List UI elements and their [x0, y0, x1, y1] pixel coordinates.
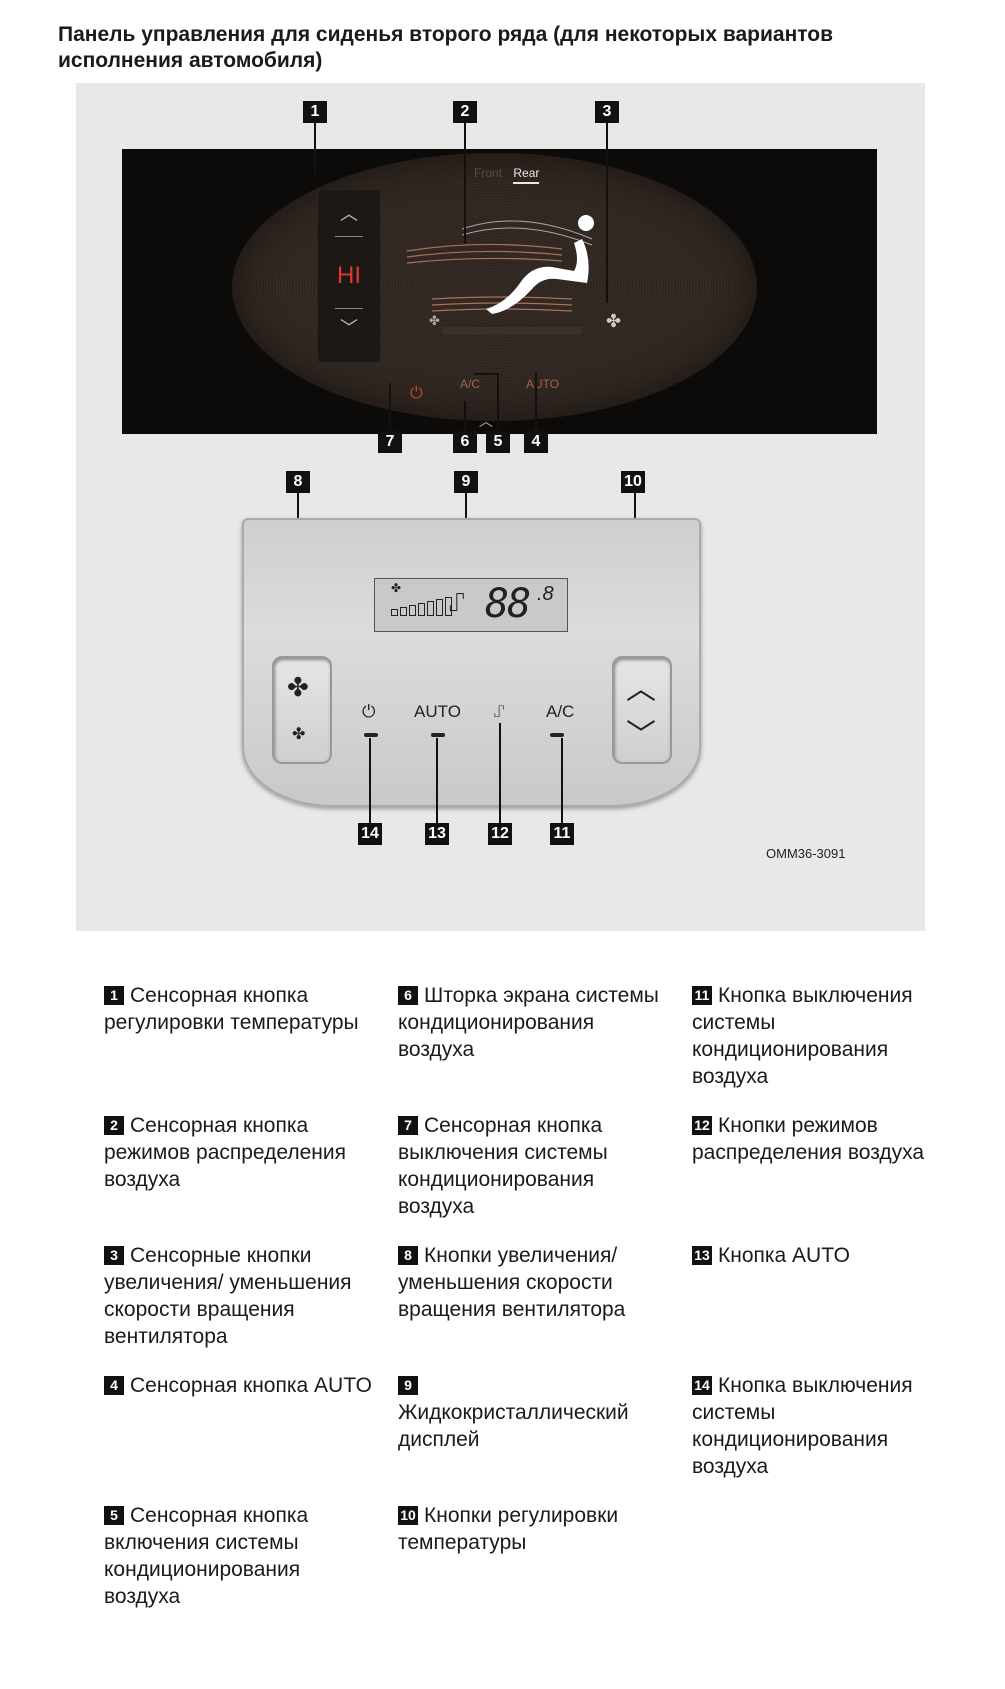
callout-line — [535, 373, 537, 431]
screen-shutter-chevron-icon[interactable]: ︿ — [479, 413, 493, 429]
tab-front[interactable]: Front — [474, 166, 503, 180]
seat-airflow-icon: ⑀ — [449, 587, 465, 617]
chevron-down-icon[interactable]: ﹀ — [626, 719, 656, 752]
air-distribution-icon[interactable]: ⑀ — [494, 702, 505, 721]
callout-line — [314, 123, 316, 175]
callout-line — [499, 723, 501, 823]
callout-line — [497, 373, 499, 431]
callout-line — [464, 401, 466, 431]
callout-1: 1 — [303, 101, 327, 123]
callout-10: 10 — [621, 471, 645, 493]
led-indicator — [364, 733, 378, 737]
fan-icon: ✤ — [391, 581, 402, 595]
callout-13: 13 — [425, 823, 449, 845]
ac-button[interactable]: A/C — [546, 702, 575, 721]
callout-9: 9 — [454, 471, 478, 493]
led-indicator — [550, 733, 564, 737]
fan-low-icon[interactable]: ✤ — [429, 313, 440, 328]
touch-screen: Front Rear ︿ HI ﹀ ✤ ✤ ⏻ A/C AUTO ︿ — [122, 149, 877, 434]
fan-high-icon[interactable]: ✤ — [606, 311, 622, 331]
figure-code: OMM36-3091 — [766, 846, 846, 861]
callout-3: 3 — [595, 101, 619, 123]
screen-ac-button[interactable]: A/C — [460, 377, 481, 391]
callout-line — [389, 383, 391, 431]
callout-line — [369, 738, 371, 823]
callout-line — [474, 373, 499, 375]
callout-line — [436, 738, 438, 823]
temperature-button[interactable]: ︿ ﹀ — [612, 656, 672, 764]
divider — [335, 236, 363, 237]
physical-control-panel: ✤ ⑀ 88 .8 ✤ ✤ ︿ ﹀ ⏻ AUTO ⑀ A/C — [242, 518, 701, 807]
callout-7: 7 — [378, 431, 402, 453]
temperature-value: HI — [337, 262, 361, 289]
chevron-up-icon[interactable]: ︿ — [340, 204, 358, 224]
seat-airflow-icon[interactable] — [402, 199, 652, 339]
callout-line — [464, 123, 466, 243]
front-rear-tabs: Front Rear — [474, 166, 540, 184]
callout-2: 2 — [453, 101, 477, 123]
lcd-temperature: 88 — [485, 581, 531, 627]
callout-line — [606, 123, 608, 303]
temperature-touch-control[interactable]: ︿ HI ﹀ — [317, 189, 381, 363]
control-panel-figure: Front Rear ︿ HI ﹀ ✤ ✤ ⏻ A/C AUTO ︿ — [76, 83, 925, 931]
callout-12: 12 — [488, 823, 512, 845]
fan-speed-button[interactable]: ✤ ✤ — [272, 656, 332, 764]
lcd-display: ✤ ⑀ 88 .8 — [374, 578, 568, 632]
tab-rear[interactable]: Rear — [513, 166, 540, 184]
fan-low-icon[interactable]: ✤ — [292, 726, 306, 743]
callout-4: 4 — [524, 431, 548, 453]
fan-high-icon[interactable]: ✤ — [287, 672, 309, 702]
lcd-decimal: .8 — [537, 583, 554, 605]
power-icon[interactable]: ⏻ — [362, 702, 376, 721]
callout-line — [561, 738, 563, 823]
callout-8: 8 — [286, 471, 310, 493]
divider — [335, 308, 363, 309]
fan-speed-bars — [391, 597, 452, 616]
page-title: Панель управления для сиденья второго ря… — [58, 23, 834, 72]
callout-6: 6 — [453, 431, 477, 453]
led-indicator — [431, 733, 445, 737]
chevron-down-icon[interactable]: ﹀ — [340, 318, 358, 338]
callout-14: 14 — [358, 823, 382, 845]
screen-auto-button[interactable]: AUTO — [526, 377, 560, 391]
power-icon[interactable]: ⏻ — [410, 385, 423, 402]
callout-5: 5 — [486, 431, 510, 453]
callout-11: 11 — [550, 823, 574, 845]
auto-button[interactable]: AUTO — [414, 702, 461, 721]
chevron-up-icon[interactable]: ︿ — [626, 673, 656, 706]
